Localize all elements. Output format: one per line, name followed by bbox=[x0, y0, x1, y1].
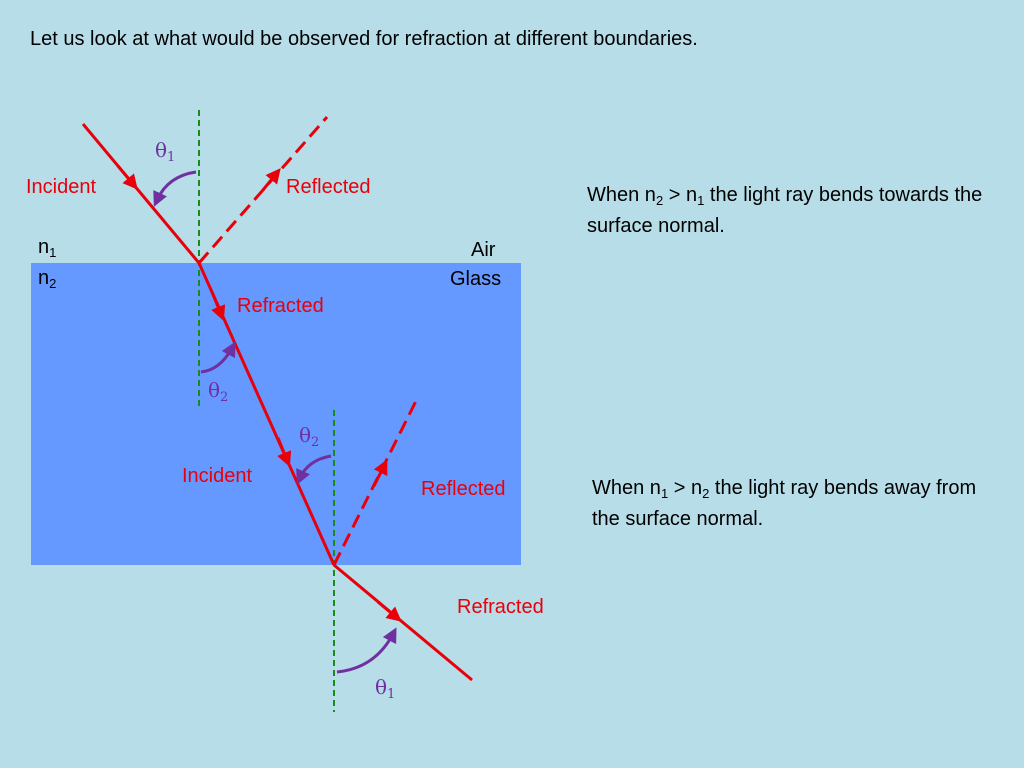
label-air: Air bbox=[471, 239, 496, 261]
incident-arrow-bottom bbox=[276, 437, 292, 467]
reflected-arrow-top bbox=[261, 168, 281, 191]
label-glass: Glass bbox=[450, 268, 502, 290]
angle-arc-theta2-bottom bbox=[296, 454, 332, 485]
reflected-arrow-bottom bbox=[372, 459, 388, 487]
label-theta1-top: θ1 bbox=[155, 138, 176, 165]
note-towards-normal: When n2 > n1 the light ray bends towards… bbox=[587, 184, 983, 237]
label-theta2-top: θ2 bbox=[208, 378, 229, 405]
label-n1: n1 bbox=[38, 236, 57, 260]
refracted-arrow-bottom bbox=[377, 600, 402, 622]
label-theta2-bottom: θ2 bbox=[299, 423, 320, 450]
refracted-ray-bottom bbox=[333, 563, 473, 682]
incident-arrow-top bbox=[116, 165, 138, 190]
refracted-arrow-top bbox=[210, 291, 226, 321]
slide-title: Let us look at what would be observed fo… bbox=[30, 28, 698, 50]
label-reflected-bottom: Reflected bbox=[421, 478, 506, 500]
label-reflected-top: Reflected bbox=[286, 176, 371, 198]
incident-ray-top bbox=[81, 123, 201, 264]
label-incident-bottom: Incident bbox=[182, 465, 253, 487]
label-n2: n2 bbox=[38, 267, 57, 291]
angle-arc-theta1-top bbox=[153, 170, 197, 207]
label-refracted-bottom: Refracted bbox=[457, 596, 544, 618]
angle-arc-theta1-bottom bbox=[336, 627, 397, 674]
label-refracted-top: Refracted bbox=[237, 295, 324, 317]
label-incident-top: Incident bbox=[26, 176, 97, 198]
note-away-from-normal: When n1 > n2 the light ray bends away fr… bbox=[592, 477, 977, 530]
glass-block bbox=[31, 263, 521, 565]
label-theta1-bottom: θ1 bbox=[375, 675, 396, 702]
angle-arc-theta2-top bbox=[200, 341, 236, 374]
